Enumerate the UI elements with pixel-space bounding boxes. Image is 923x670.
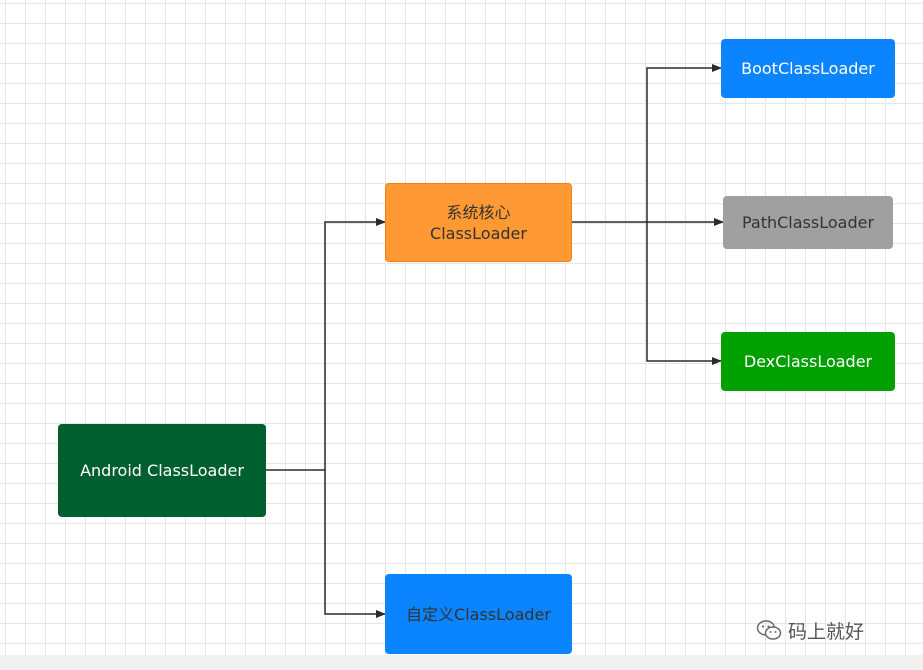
node-path-classloader[interactable]: PathClassLoader: [723, 196, 893, 249]
node-system-core-label-line1: 系统核心: [446, 202, 511, 222]
node-system-core-classloader[interactable]: 系统核心 ClassLoader: [385, 183, 572, 262]
edge-core-boot: [572, 64, 722, 223]
node-path-classloader-label: PathClassLoader: [741, 213, 875, 232]
node-dex-classloader-label: DexClassLoader: [743, 352, 873, 371]
wechat-icon: [756, 620, 782, 640]
node-android-classloader[interactable]: Android ClassLoader: [58, 424, 266, 517]
edge-core-dex: [646, 222, 722, 365]
node-custom-classloader[interactable]: 自定义ClassLoader: [385, 574, 572, 654]
node-boot-classloader-label: BootClassLoader: [741, 59, 875, 78]
node-dex-classloader[interactable]: DexClassLoader: [721, 332, 895, 391]
node-android-classloader-label: Android ClassLoader: [80, 461, 244, 480]
node-custom-classloader-label: 自定义ClassLoader: [406, 604, 551, 624]
watermark-text: 码上就好: [788, 620, 865, 643]
node-boot-classloader[interactable]: BootClassLoader: [721, 39, 895, 98]
bottom-strip: [0, 655, 923, 670]
watermark: 码上就好: [756, 616, 864, 644]
edge-android-custom: [324, 470, 386, 618]
edge-android-core: [266, 218, 386, 471]
node-system-core-label-line2: ClassLoader: [430, 223, 527, 243]
